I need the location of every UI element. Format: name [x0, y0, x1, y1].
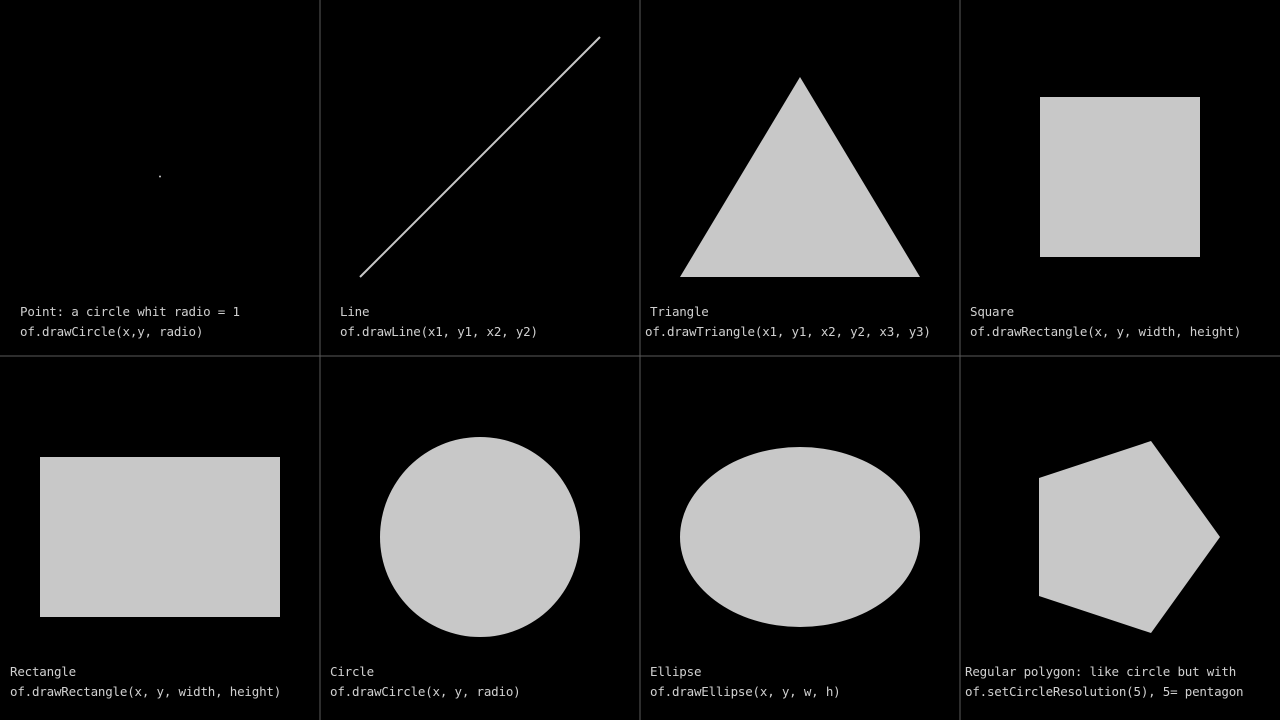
point-shape	[159, 175, 161, 178]
polygon-code: of.setCircleResolution(5), 5= pentagon	[965, 684, 1244, 699]
circle-title: Circle	[330, 664, 374, 679]
triangle-code: of.drawTriangle(x1, y1, x2, y2, x3, y3)	[645, 324, 931, 339]
line-shape	[359, 36, 601, 278]
ellipse-shape	[680, 447, 920, 627]
rectangle-code: of.drawRectangle(x, y, width, height)	[10, 684, 282, 699]
square-code: of.drawRectangle(x, y, width, height)	[970, 324, 1242, 339]
polygon-title: Regular polygon: like circle but with	[965, 664, 1237, 679]
circle-shape	[380, 437, 580, 637]
circle-code: of.drawCircle(x, y, radio)	[330, 684, 521, 699]
square-title: Square	[970, 304, 1014, 319]
triangle-shape	[680, 77, 920, 277]
point-title: Point: a circle whit radio = 1	[20, 304, 240, 319]
rectangle-shape	[40, 457, 280, 617]
line-code: of.drawLine(x1, y1, x2, y2)	[340, 324, 538, 339]
pentagon-shape	[1039, 441, 1220, 633]
line-title: Line	[340, 304, 370, 319]
triangle-title: Triangle	[650, 304, 709, 319]
square-shape	[1040, 97, 1200, 257]
ellipse-code: of.drawEllipse(x, y, w, h)	[650, 684, 841, 699]
point-code: of.drawCircle(x,y, radio)	[20, 324, 204, 339]
rectangle-title: Rectangle	[10, 664, 76, 679]
ellipse-title: Ellipse	[650, 664, 702, 679]
